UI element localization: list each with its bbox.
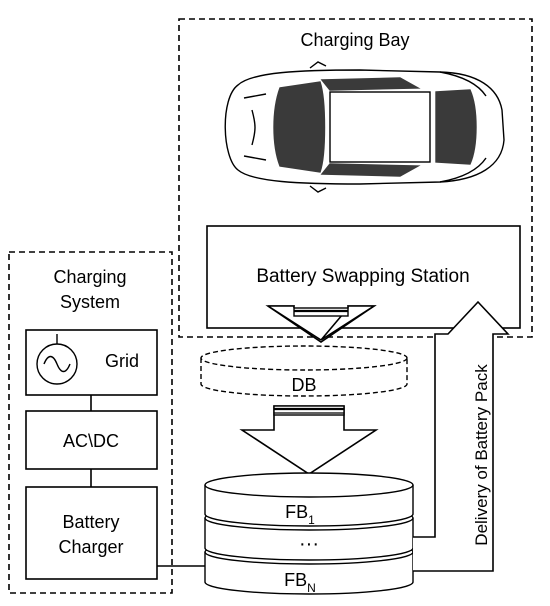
battery-charger-label-line2: Charger bbox=[58, 537, 123, 557]
delivery-arrow-label: Delivery of Battery Pack bbox=[472, 364, 491, 546]
charging-system-title-line1: Charging bbox=[53, 267, 126, 287]
acdc-box bbox=[25, 410, 158, 470]
battery-charger-box bbox=[25, 486, 158, 580]
charging-system-region bbox=[8, 251, 173, 594]
depleted-battery-label: DB bbox=[291, 375, 316, 395]
charging-bay-title: Charging Bay bbox=[300, 30, 409, 50]
battery-charger-label-line1: Battery bbox=[62, 512, 119, 532]
full-battery-n-label: FBN bbox=[284, 570, 316, 595]
grid-label: Grid bbox=[105, 351, 139, 371]
arrow-station-to-db-shaft bbox=[267, 305, 377, 341]
full-battery-stack bbox=[204, 472, 414, 595]
arrow-db-to-fb bbox=[239, 405, 379, 475]
car-topview-icon bbox=[224, 61, 505, 193]
acdc-label: AC\DC bbox=[63, 431, 119, 451]
full-battery-ellipsis: ··· bbox=[299, 533, 319, 555]
depleted-battery-cylinder bbox=[200, 345, 408, 397]
charging-bay-region bbox=[178, 18, 533, 338]
charging-system-title-line2: System bbox=[60, 292, 120, 312]
ac-source-icon bbox=[36, 334, 78, 385]
full-battery-1-label: FB1 bbox=[285, 502, 315, 527]
delivery-arrow bbox=[413, 300, 510, 572]
battery-swapping-station-label: Battery Swapping Station bbox=[256, 266, 469, 287]
